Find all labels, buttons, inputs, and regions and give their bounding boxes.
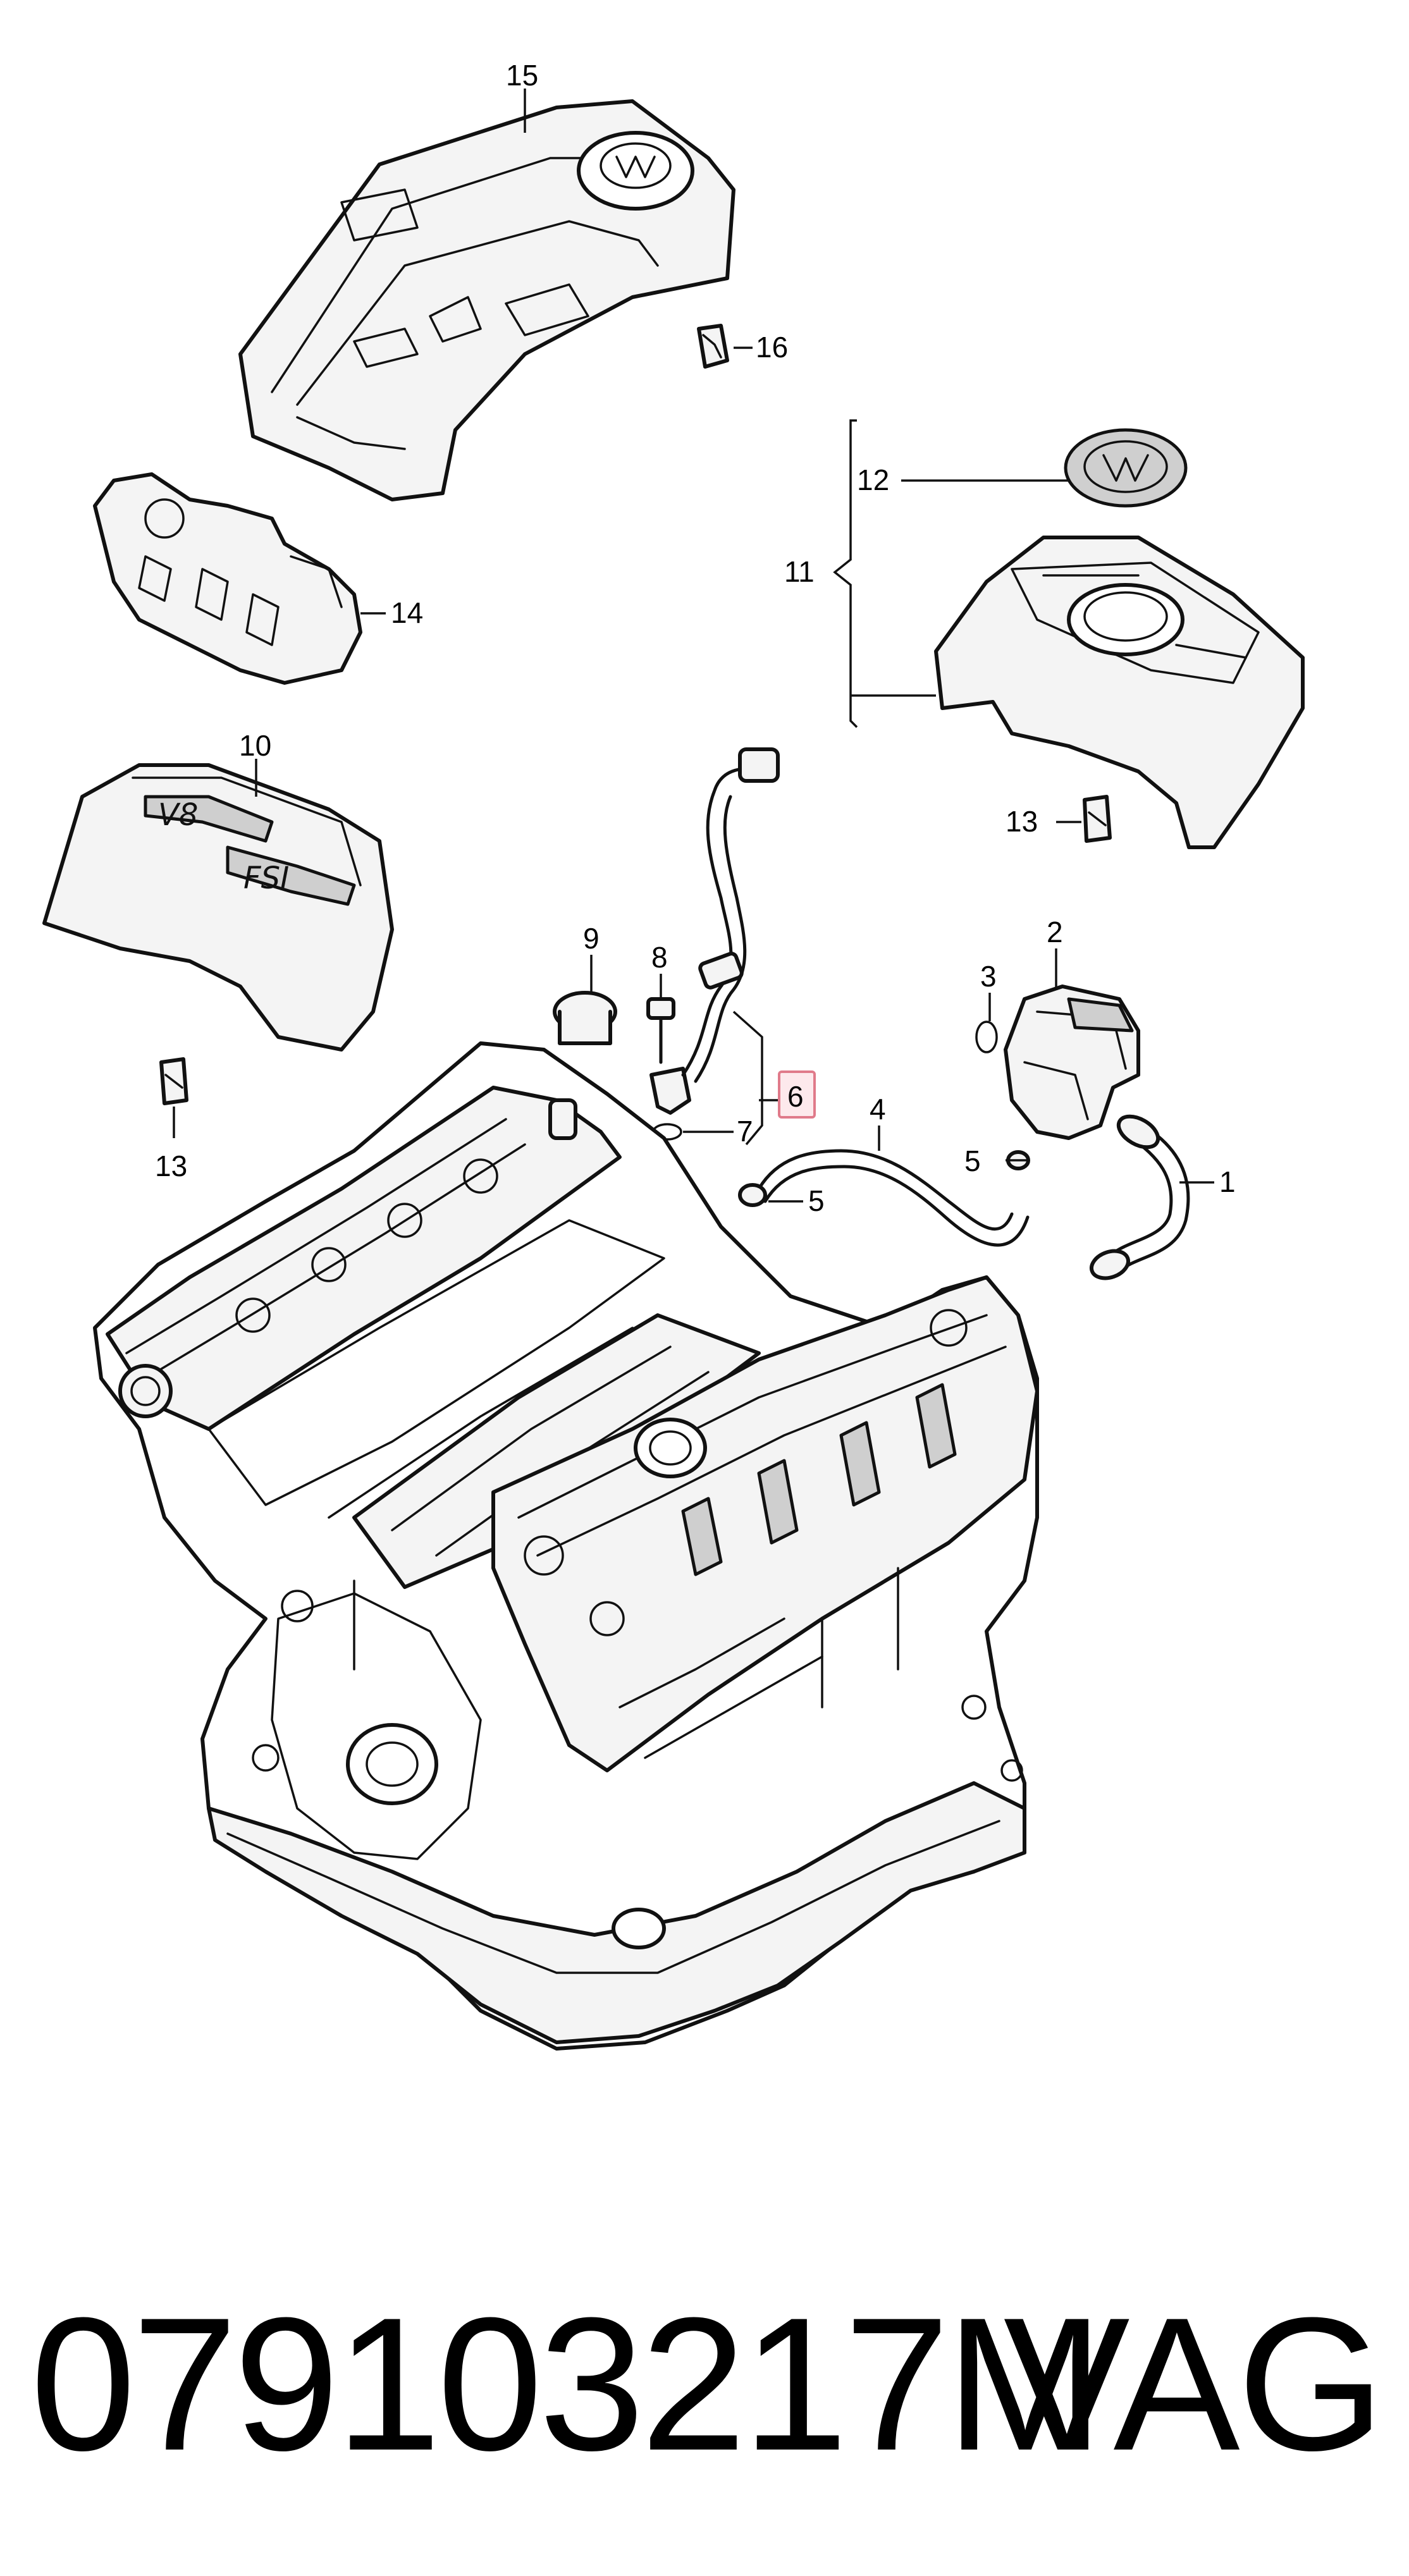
highlight-box-part-6 <box>778 1070 816 1119</box>
label-part-2: 2 <box>1047 916 1063 948</box>
label-part-6: 6 <box>787 1080 804 1113</box>
clip-part-13-right <box>1083 795 1112 843</box>
engine-bracket-part-14 <box>93 472 362 685</box>
cap-part-9 <box>553 991 617 1045</box>
emblem-part-12 <box>1064 428 1188 508</box>
label-part-7: 7 <box>737 1115 753 1148</box>
label-part-13-left: 13 <box>155 1150 187 1182</box>
label-part-15: 15 <box>506 59 538 92</box>
part-number: 079103217M <box>30 2278 1104 2490</box>
label-part-5-right: 5 <box>964 1144 981 1177</box>
label-part-16: 16 <box>756 331 788 364</box>
leader-lines <box>173 89 1214 1203</box>
svg-text:V8: V8 <box>158 797 198 833</box>
label-part-4: 4 <box>870 1093 886 1125</box>
engine-cover-right <box>934 536 1305 849</box>
label-part-10: 10 <box>239 729 271 762</box>
label-part-11: 11 <box>784 555 815 588</box>
clamp-part-5-left <box>738 1183 767 1207</box>
clip-part-16 <box>697 324 729 369</box>
clip-part-13-left <box>159 1057 188 1105</box>
hose-part-1 <box>1089 1114 1190 1280</box>
part-labels: 15 16 14 10 12 11 13 13 9 8 6 7 4 5 5 3 … <box>155 59 1236 1217</box>
label-part-9: 9 <box>583 922 600 955</box>
label-part-5-left: 5 <box>808 1184 825 1217</box>
bolt-part-8 <box>646 997 675 1064</box>
hose-part-4 <box>757 1149 1030 1247</box>
label-part-14: 14 <box>391 596 423 629</box>
label-part-13-right: 13 <box>1006 805 1038 838</box>
brand-name: VAG <box>1003 2278 1385 2490</box>
footer: 079103217M VAG <box>0 2264 1409 2504</box>
o-ring-part-3 <box>975 1021 998 1053</box>
engine-cover-top <box>238 99 735 501</box>
label-part-8: 8 <box>651 941 668 974</box>
engine-block <box>93 1041 1039 2051</box>
check-valve-part-6 <box>649 1067 691 1115</box>
breather-hose-upper <box>681 747 780 1083</box>
oil-separator-part-2 <box>1004 984 1140 1140</box>
engine-cover-v8-fsi: V8 FSI <box>42 763 394 1052</box>
label-part-3: 3 <box>980 960 997 993</box>
label-part-12: 12 <box>857 463 889 496</box>
svg-text:FSI: FSI <box>243 861 289 896</box>
label-part-1: 1 <box>1219 1165 1236 1198</box>
